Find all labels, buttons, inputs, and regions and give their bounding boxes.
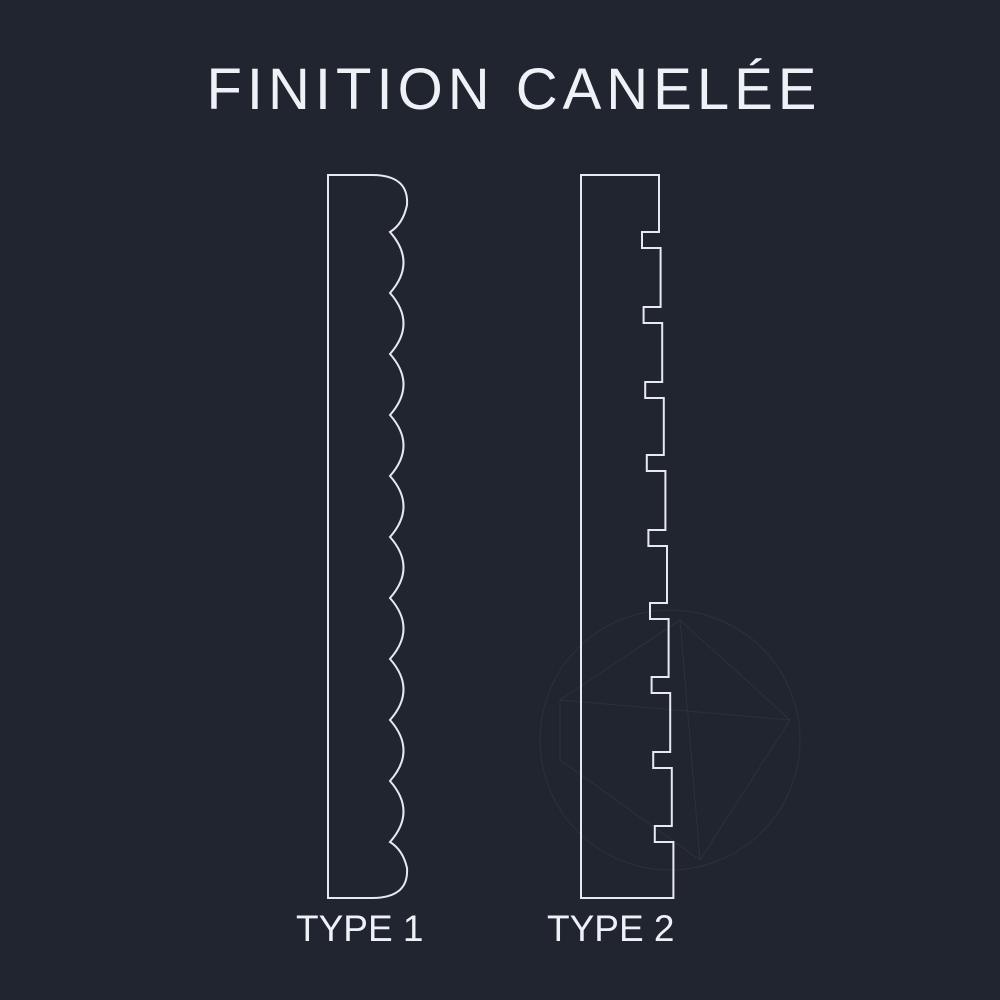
title: FINITION CANELÉE [206, 57, 822, 122]
type-2-label: TYPE 2 [547, 908, 675, 949]
type-1-label: TYPE 1 [296, 908, 424, 949]
type-1-profile [327, 174, 409, 899]
watermark [539, 609, 801, 871]
type-2-profile [580, 174, 675, 899]
